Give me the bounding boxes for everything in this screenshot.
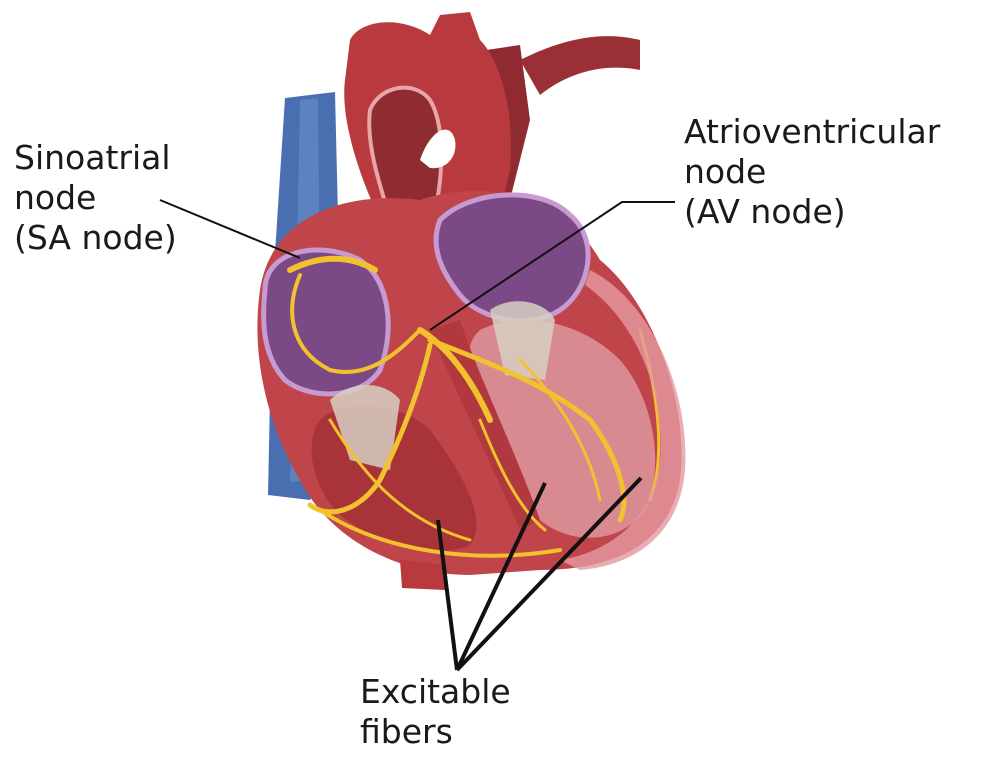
- excitable-fibers-label-line2: fibers: [360, 712, 511, 752]
- sa-node-label-line1: Sinoatrial: [14, 138, 177, 178]
- excitable-fibers-label-line1: Excitable: [360, 672, 511, 712]
- av-node-label-line2: node: [684, 152, 940, 192]
- descending-vessel: [400, 560, 445, 590]
- sa-node-label-line3: (SA node): [14, 218, 177, 258]
- av-node-label-line3: (AV node): [684, 192, 940, 232]
- pulmonary-branch: [520, 36, 640, 95]
- excitable-fibers-label: Excitable fibers: [360, 672, 511, 752]
- sa-node-label-line2: node: [14, 178, 177, 218]
- av-node-label: Atrioventricular node (AV node): [684, 112, 940, 232]
- right-atrium: [264, 250, 389, 394]
- av-node-label-line1: Atrioventricular: [684, 112, 940, 152]
- sa-node-label: Sinoatrial node (SA node): [14, 138, 177, 258]
